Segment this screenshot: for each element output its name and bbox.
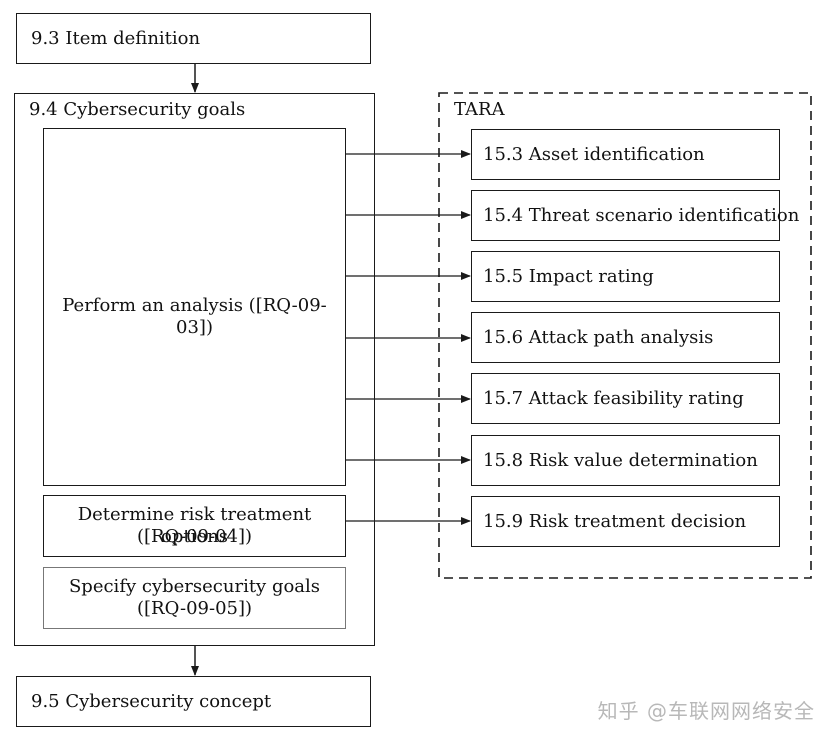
specify-goals-line1: Specify cybersecurity goals <box>68 576 321 597</box>
specify-goals-box: Specify cybersecurity goals ([RQ-09-05]) <box>43 567 346 629</box>
cybersecurity-concept-label: 9.5 Cybersecurity concept <box>31 691 272 712</box>
perform-analysis-box: Perform an analysis ([RQ-09-03]) <box>43 128 346 486</box>
specify-goals-line2: ([RQ-09-05]) <box>136 598 253 619</box>
tara-title: TARA <box>454 99 505 120</box>
tara-item-threat-scenario-identification: 15.4 Threat scenario identification <box>471 190 799 241</box>
risk-treatment-options-line2: ([RQ-09-04]) <box>136 526 253 547</box>
tara-item-attack-feasibility-rating: 15.7 Attack feasibility rating <box>471 373 780 424</box>
tara-item-attack-path-analysis: 15.6 Attack path analysis <box>471 312 780 363</box>
perform-analysis-label: Perform an analysis ([RQ-09-03]) <box>62 295 327 338</box>
cybersecurity-goals-title: 9.4 Cybersecurity goals <box>29 99 246 120</box>
item-definition-box: 9.3 Item definition <box>16 13 371 64</box>
tara-item-asset-identification: 15.3 Asset identification <box>471 129 780 180</box>
risk-treatment-options-box: Determine risk treatment options ([RQ-09… <box>43 495 346 557</box>
cybersecurity-concept-box: 9.5 Cybersecurity concept <box>16 676 371 727</box>
tara-item-risk-treatment-decision: 15.9 Risk treatment decision <box>471 496 780 547</box>
watermark: 知乎 @车联网网络安全 <box>597 699 815 723</box>
tara-item-risk-value-determination: 15.8 Risk value determination <box>471 435 780 486</box>
risk-treatment-options-line1: Determine risk treatment options <box>77 504 312 547</box>
item-definition-label: 9.3 Item definition <box>31 28 201 49</box>
tara-item-impact-rating: 15.5 Impact rating <box>471 251 780 302</box>
